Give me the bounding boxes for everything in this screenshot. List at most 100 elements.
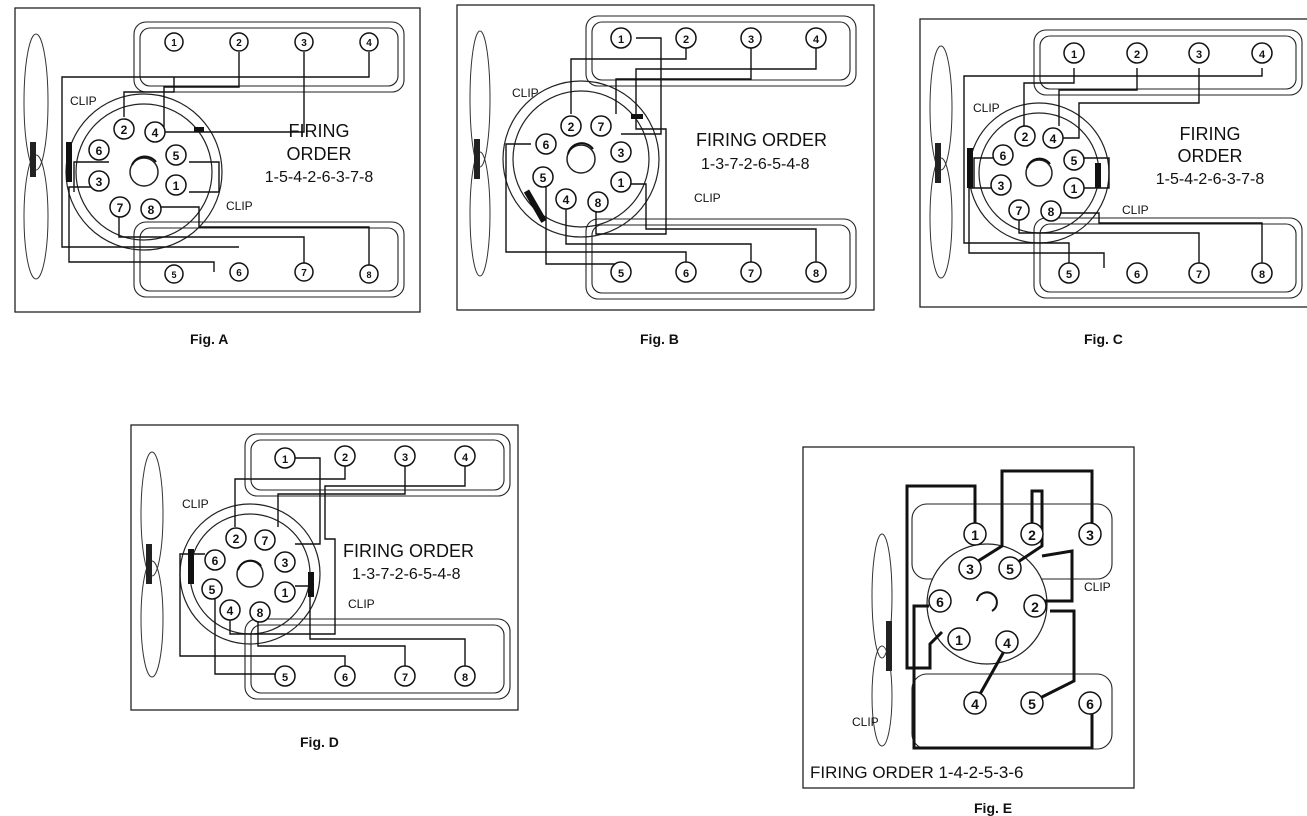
svg-text:7: 7 bbox=[748, 268, 754, 280]
cylinder-3: 3 bbox=[1078, 522, 1102, 546]
cylinder-2: 2 bbox=[1126, 42, 1148, 64]
cylinder-bank-bottom bbox=[244, 618, 511, 700]
cylinder-2: 2 bbox=[675, 27, 697, 49]
svg-text:8: 8 bbox=[462, 672, 468, 684]
svg-text:6: 6 bbox=[683, 268, 689, 280]
figure-c-diagram: 1 2 3 4 5 6 7 8 2 4 6 5 3 1 7 8 FIRING O… bbox=[919, 18, 1307, 308]
cylinder-5: 5 bbox=[1020, 691, 1044, 715]
figure-e: 1 2 3 4 5 6 3 5 6 2 1 4 CLIP CLIP FIRING… bbox=[802, 446, 1136, 791]
cylinder-8: 8 bbox=[1251, 262, 1273, 284]
svg-text:6: 6 bbox=[936, 594, 944, 610]
cylinder-8: 8 bbox=[454, 665, 476, 687]
clip-label: CLIP bbox=[1122, 203, 1149, 217]
cap-terminal: 6 bbox=[204, 549, 226, 571]
cylinder-3: 3 bbox=[394, 445, 416, 467]
cap-terminal: 2 bbox=[1014, 125, 1036, 147]
svg-text:1: 1 bbox=[282, 454, 288, 466]
svg-text:1: 1 bbox=[173, 179, 180, 193]
svg-text:4: 4 bbox=[1003, 635, 1011, 651]
cylinder-4: 4 bbox=[1251, 42, 1273, 64]
clip-label: CLIP bbox=[348, 597, 375, 611]
cylinder-5: 5 bbox=[274, 665, 296, 687]
svg-text:3: 3 bbox=[402, 452, 408, 464]
clip-label: CLIP bbox=[512, 86, 539, 100]
svg-text:5: 5 bbox=[173, 149, 180, 163]
figure-d-diagram: 1 2 3 4 5 6 7 8 2 7 6 3 5 1 4 8 FIRING O… bbox=[130, 424, 519, 711]
cylinder-8: 8 bbox=[359, 264, 379, 284]
firing-order-title: FIRING bbox=[1180, 124, 1241, 144]
cylinder-1: 1 bbox=[274, 447, 296, 469]
cap-terminal: 6 bbox=[88, 139, 110, 161]
cylinder-3: 3 bbox=[294, 32, 314, 52]
cap-terminal: 3 bbox=[610, 141, 632, 163]
cap-terminal: 6 bbox=[535, 133, 557, 155]
figure-caption: Fig. C bbox=[1084, 331, 1123, 347]
cylinder-7: 7 bbox=[740, 261, 762, 283]
svg-text:5: 5 bbox=[618, 268, 624, 280]
svg-text:4: 4 bbox=[366, 38, 372, 49]
svg-text:5: 5 bbox=[540, 171, 547, 185]
cap-terminal: 1 bbox=[947, 627, 971, 651]
cap-terminal: 4 bbox=[995, 630, 1019, 654]
svg-text:2: 2 bbox=[1022, 130, 1029, 144]
svg-text:3: 3 bbox=[748, 34, 754, 46]
svg-text:1: 1 bbox=[955, 632, 963, 648]
cylinder-1: 1 bbox=[164, 32, 184, 52]
figure-b-diagram: 1 2 3 4 5 6 7 8 2 7 6 3 5 1 4 8 FIRING O… bbox=[456, 4, 875, 311]
rotation-arrow-icon bbox=[237, 559, 262, 571]
cap-terminal: 1 bbox=[1063, 177, 1085, 199]
firing-order-sequence: 1-3-7-2-6-5-4-8 bbox=[701, 156, 810, 173]
firing-order-title: ORDER bbox=[286, 144, 351, 164]
svg-text:1: 1 bbox=[1071, 49, 1077, 61]
fan-icon bbox=[929, 45, 953, 279]
svg-text:5: 5 bbox=[209, 583, 216, 597]
fan-icon bbox=[871, 533, 893, 747]
figure-caption: Fig. D bbox=[300, 734, 339, 750]
svg-text:4: 4 bbox=[813, 34, 820, 46]
cylinder-3: 3 bbox=[1188, 42, 1210, 64]
clip-label: CLIP bbox=[70, 94, 97, 108]
cap-terminal: 4 bbox=[144, 121, 166, 143]
svg-text:1: 1 bbox=[1071, 182, 1078, 196]
cylinder-1: 1 bbox=[1063, 42, 1085, 64]
svg-text:7: 7 bbox=[117, 201, 124, 215]
cylinder-6: 6 bbox=[1078, 691, 1102, 715]
svg-text:8: 8 bbox=[595, 196, 602, 210]
svg-text:5: 5 bbox=[1006, 561, 1014, 577]
cylinder-bank-top bbox=[244, 433, 511, 497]
cap-terminal: 8 bbox=[140, 198, 162, 220]
cap-terminal: 1 bbox=[274, 581, 296, 603]
rotation-arrow-icon bbox=[976, 591, 998, 612]
svg-text:4: 4 bbox=[227, 604, 234, 618]
cap-terminal: 2 bbox=[1023, 594, 1047, 618]
cylinder-6: 6 bbox=[1126, 262, 1148, 284]
cap-terminal: 3 bbox=[958, 556, 982, 580]
firing-order-title: FIRING ORDER bbox=[696, 130, 827, 150]
svg-text:5: 5 bbox=[1071, 154, 1078, 168]
svg-text:6: 6 bbox=[1000, 149, 1007, 163]
firing-order-title: FIRING bbox=[289, 121, 350, 141]
clip-label: CLIP bbox=[226, 199, 253, 213]
rotation-arrow-icon bbox=[131, 155, 157, 166]
clip-label: CLIP bbox=[1084, 580, 1111, 594]
svg-text:8: 8 bbox=[813, 268, 819, 280]
cylinder-2: 2 bbox=[1020, 522, 1044, 546]
figure-d: 1 2 3 4 5 6 7 8 2 7 6 3 5 1 4 8 FIRING O… bbox=[130, 424, 520, 712]
cap-terminal: 8 bbox=[249, 601, 271, 623]
svg-text:8: 8 bbox=[1259, 269, 1265, 281]
cylinder-3: 3 bbox=[740, 27, 762, 49]
firing-order-sequence: 1-5-4-2-6-3-7-8 bbox=[265, 169, 374, 186]
cap-terminal: 5 bbox=[1063, 149, 1085, 171]
svg-text:4: 4 bbox=[1259, 49, 1266, 61]
figure-caption: Fig. B bbox=[640, 331, 679, 347]
distributor-cap bbox=[502, 80, 660, 238]
svg-text:5: 5 bbox=[171, 270, 176, 280]
figure-caption: Fig. A bbox=[190, 331, 229, 347]
svg-text:8: 8 bbox=[148, 203, 155, 217]
cap-terminal: 4 bbox=[555, 188, 577, 210]
fan-icon bbox=[23, 33, 49, 280]
cylinder-2: 2 bbox=[334, 445, 356, 467]
cylinder-4: 4 bbox=[963, 691, 987, 715]
cylinder-bank-top bbox=[1033, 29, 1303, 96]
svg-text:6: 6 bbox=[342, 672, 348, 684]
